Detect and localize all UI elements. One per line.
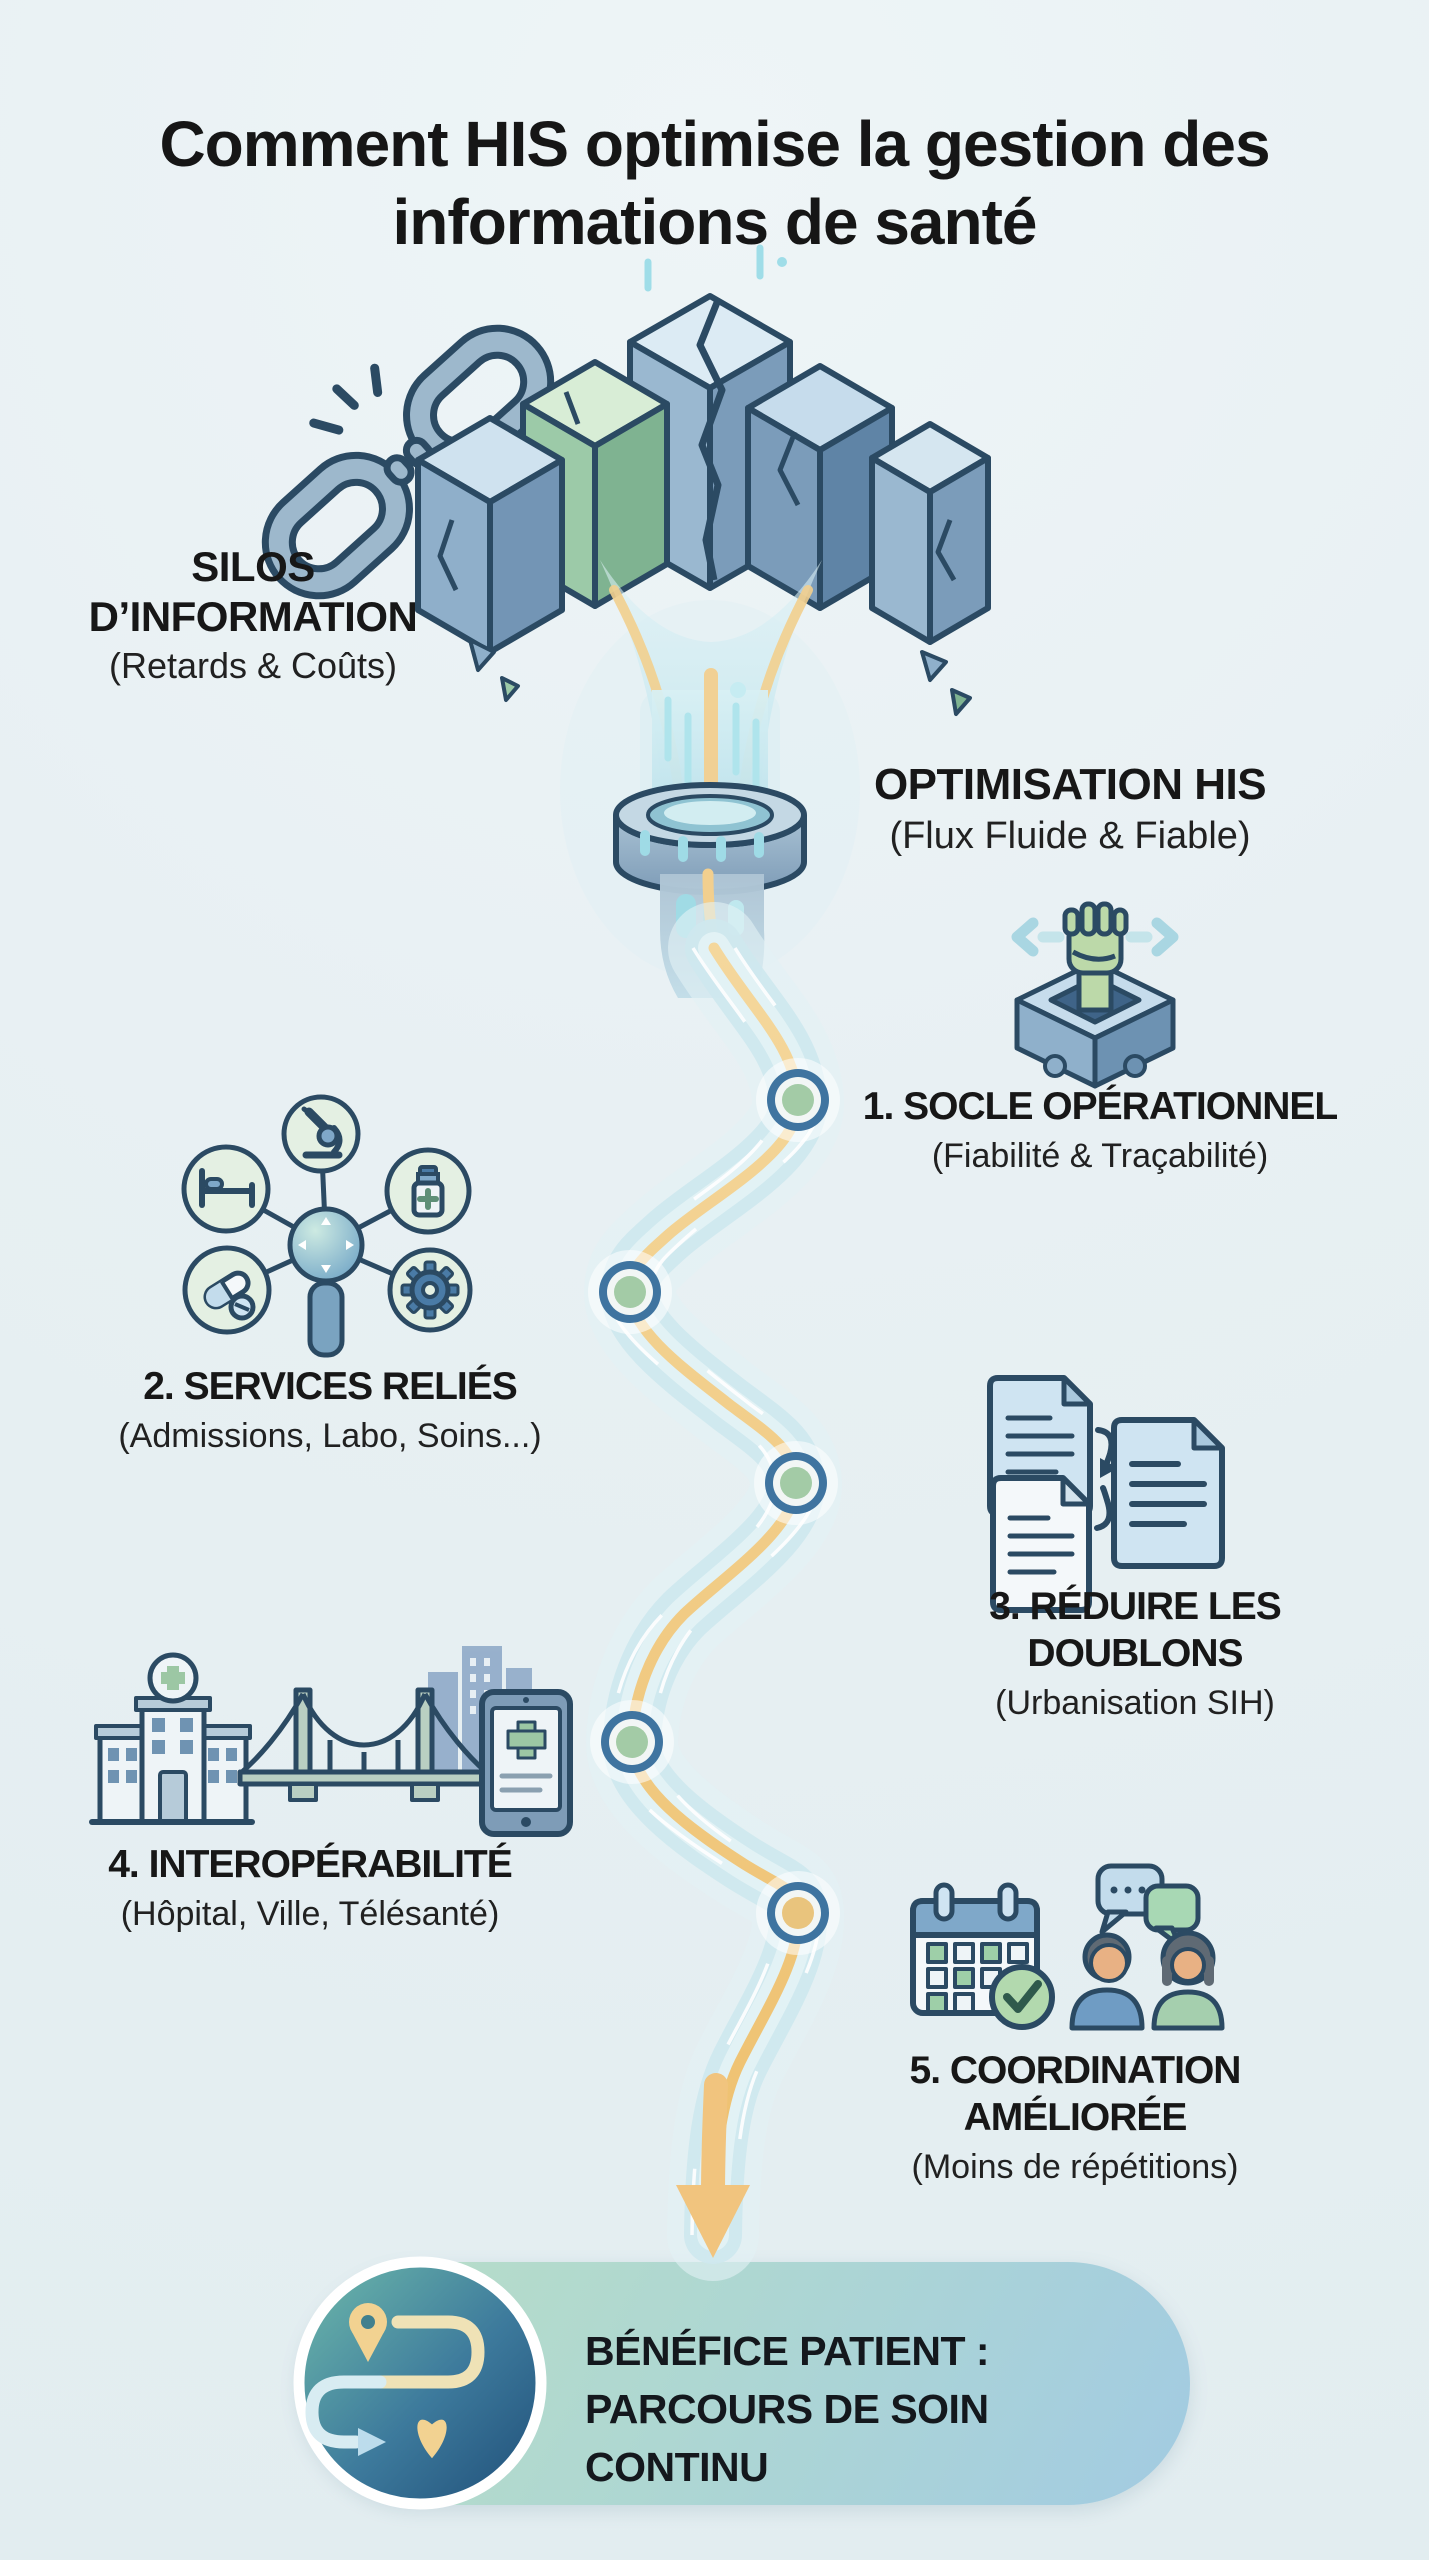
step-1-subtitle: (Fiabilité & Traçabilité) <box>931 1136 1269 1175</box>
step-5-label: 5. COORDINATION AMÉLIORÉE (Moins de répé… <box>855 2048 1295 2188</box>
step-3-label: 3. RÉDUIRE LES DOUBLONS (Urbanisation SI… <box>880 1584 1390 1724</box>
silos-label: SILOS D’INFORMATION (Retards & Coûts) <box>28 542 478 687</box>
calendar-people-icon <box>910 1863 1225 2031</box>
hospital-icon <box>89 1652 255 1825</box>
bed-icon <box>181 1144 271 1234</box>
merge-documents-icon <box>987 1375 1225 1613</box>
heart-icon <box>417 2419 447 2459</box>
milestone-nodes <box>588 1058 840 1955</box>
document-merged <box>1111 1417 1225 1569</box>
fragmented-cubes-icon <box>415 293 991 655</box>
health-tablet-icon <box>479 1689 573 1837</box>
chat-bubbles-icon <box>1095 1863 1201 1949</box>
step-1-label: 1. SOCLE OPÉRATIONNEL (Fiabilité & Traça… <box>840 1084 1360 1177</box>
pills-icon <box>182 1245 272 1335</box>
milestone-node-1 <box>756 1058 840 1142</box>
milestone-node-4 <box>590 1700 674 1784</box>
page-title: Comment HIS optimise la gestion des info… <box>159 107 1270 258</box>
document-2 <box>990 1475 1092 1613</box>
journey-path <box>609 948 819 2258</box>
step-3-title: 3. RÉDUIRE LES DOUBLONS <box>989 1585 1282 1675</box>
microscope-icon <box>281 1094 361 1174</box>
silos-title: SILOS D’INFORMATION <box>88 543 418 640</box>
step-2-label: 2. SERVICES RELIÉS (Admissions, Labo, So… <box>20 1364 640 1457</box>
puzzle-fist-icon <box>1011 901 1179 1089</box>
medicine-bottle-icon <box>384 1147 472 1235</box>
step-2-title: 2. SERVICES RELIÉS <box>143 1365 518 1408</box>
hospital-bridge-tablet-icon <box>89 1646 573 1837</box>
step-4-title: 4. INTEROPÉRABILITÉ <box>108 1843 513 1886</box>
step-1-title: 1. SOCLE OPÉRATIONNEL <box>862 1085 1339 1128</box>
milestone-node-3 <box>754 1441 838 1525</box>
step-5-title: 5. COORDINATION AMÉLIORÉE <box>909 2049 1242 2139</box>
milestone-node-2 <box>588 1250 672 1334</box>
step-2-subtitle: (Admissions, Labo, Soins...) <box>118 1416 542 1455</box>
gear-icon <box>387 1247 473 1333</box>
silos-subtitle: (Retards & Coûts) <box>108 645 398 687</box>
milestone-node-5 <box>756 1871 840 1955</box>
step-4-label: 4. INTEROPÉRABILITÉ (Hôpital, Ville, Tél… <box>20 1842 600 1935</box>
optimisation-title: OPTIMISATION HIS <box>873 760 1267 809</box>
step-3-subtitle: (Urbanisation SIH) <box>995 1683 1275 1722</box>
shard-fragments <box>468 638 972 716</box>
map-pin-icon <box>349 2303 387 2362</box>
route-arrow-icon <box>358 2428 386 2456</box>
benefit-title-line1: BÉNÉFICE PATIENT : <box>585 2328 990 2374</box>
calendar-icon <box>910 1882 1055 2030</box>
expand-arrows-icon <box>1011 917 1179 957</box>
benefit-title-line2: PARCOURS DE SOIN CONTINU <box>585 2386 989 2491</box>
step-5-subtitle: (Moins de répétitions) <box>911 2147 1239 2186</box>
optimisation-subtitle: (Flux Fluide & Fiable) <box>889 814 1251 857</box>
step-4-subtitle: (Hôpital, Ville, Télésanté) <box>120 1894 500 1933</box>
clinician-and-patient-icon <box>1069 1930 1225 2031</box>
arrow-down-icon <box>676 2185 750 2258</box>
fist <box>1062 901 1129 1013</box>
merge-arrow-icon <box>1094 1427 1115 1531</box>
connected-services-icon <box>181 1094 473 1358</box>
optimisation-label: OPTIMISATION HIS (Flux Fluide & Fiable) <box>810 760 1330 858</box>
bridge-icon <box>237 1687 491 1802</box>
benefit-label: BÉNÉFICE PATIENT : PARCOURS DE SOIN CONT… <box>585 2322 1165 2497</box>
care-journey-icon <box>293 2256 547 2510</box>
